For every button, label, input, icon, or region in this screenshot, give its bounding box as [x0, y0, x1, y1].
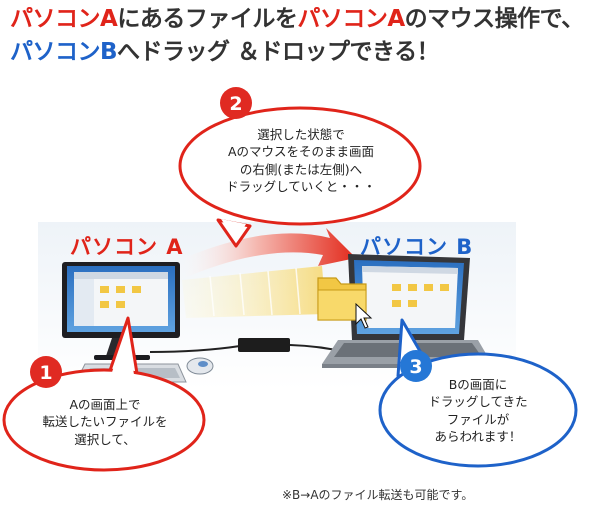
step-1-badge	[30, 356, 62, 388]
headline-segment: パソコンA	[10, 6, 118, 32]
step-2-text: 選択した状態で Aのマウスをそのまま画面 の右側(または左側)へ ドラッグしてい…	[186, 126, 416, 195]
step-1-line: 選択して、	[74, 431, 136, 447]
pc-a-monitor	[62, 262, 180, 360]
step-1-text: Aの画面上で 転送したいファイルを 選択して、	[20, 396, 190, 448]
step-2-line: ドラッグしていくと・・・	[226, 178, 376, 194]
step-3-badge	[400, 350, 432, 382]
step-2-line: Aのマウスをそのまま画面	[227, 144, 375, 160]
headline-segment: へドラッグ ＆ドロップできる！	[117, 39, 440, 65]
drag-arrow	[175, 228, 356, 280]
cable-a	[149, 345, 241, 353]
step-3-line: あらわれます！	[434, 428, 522, 444]
headline-line-1: パソコンAにあるファイルをパソコンAのマウス操作で、	[10, 6, 584, 34]
step-1-line: 転送したいファイルを	[42, 414, 168, 430]
headline-segment: のマウス操作で、	[404, 6, 585, 32]
footnote: ※B→Aのファイル転送も可能です。	[282, 488, 474, 502]
step-1-line: Aの画面上で	[69, 397, 141, 412]
headline-line-2: パソコンBへドラッグ ＆ドロップできる！	[10, 39, 440, 67]
step-3-number: 3	[409, 356, 422, 378]
step-2-line: 選択した状態で	[257, 127, 345, 142]
folder-icon	[317, 277, 367, 321]
dragged-folder-trail	[182, 266, 326, 318]
step-3-text: Bの画面に ドラッグしてきた ファイルが あらわれます！	[400, 376, 556, 445]
headline-segment: にあるファイルを	[117, 6, 298, 32]
step-3-line: ドラッグしてきた	[428, 394, 528, 410]
step-1-number: 1	[39, 362, 52, 384]
step-3-line: ファイルが	[446, 411, 510, 427]
pc-b-label: パソコン B	[360, 235, 474, 259]
step-1-bubble-shape	[2, 316, 206, 472]
step-2-line: の右側(または左側)へ	[239, 161, 363, 177]
link-cable-box	[238, 338, 290, 352]
step-2-badge	[220, 87, 252, 119]
pc-a-label: パソコン A	[70, 235, 184, 259]
step-2-number: 2	[229, 93, 242, 115]
step-2-bubble-shape	[178, 106, 422, 248]
step-3-bubble-shape	[378, 318, 578, 468]
headline-segment: パソコンB	[10, 39, 118, 65]
step-3-line: Bの画面に	[448, 377, 508, 392]
headline-segment: パソコンA	[297, 6, 405, 32]
mouse-cursor-icon	[355, 302, 373, 329]
